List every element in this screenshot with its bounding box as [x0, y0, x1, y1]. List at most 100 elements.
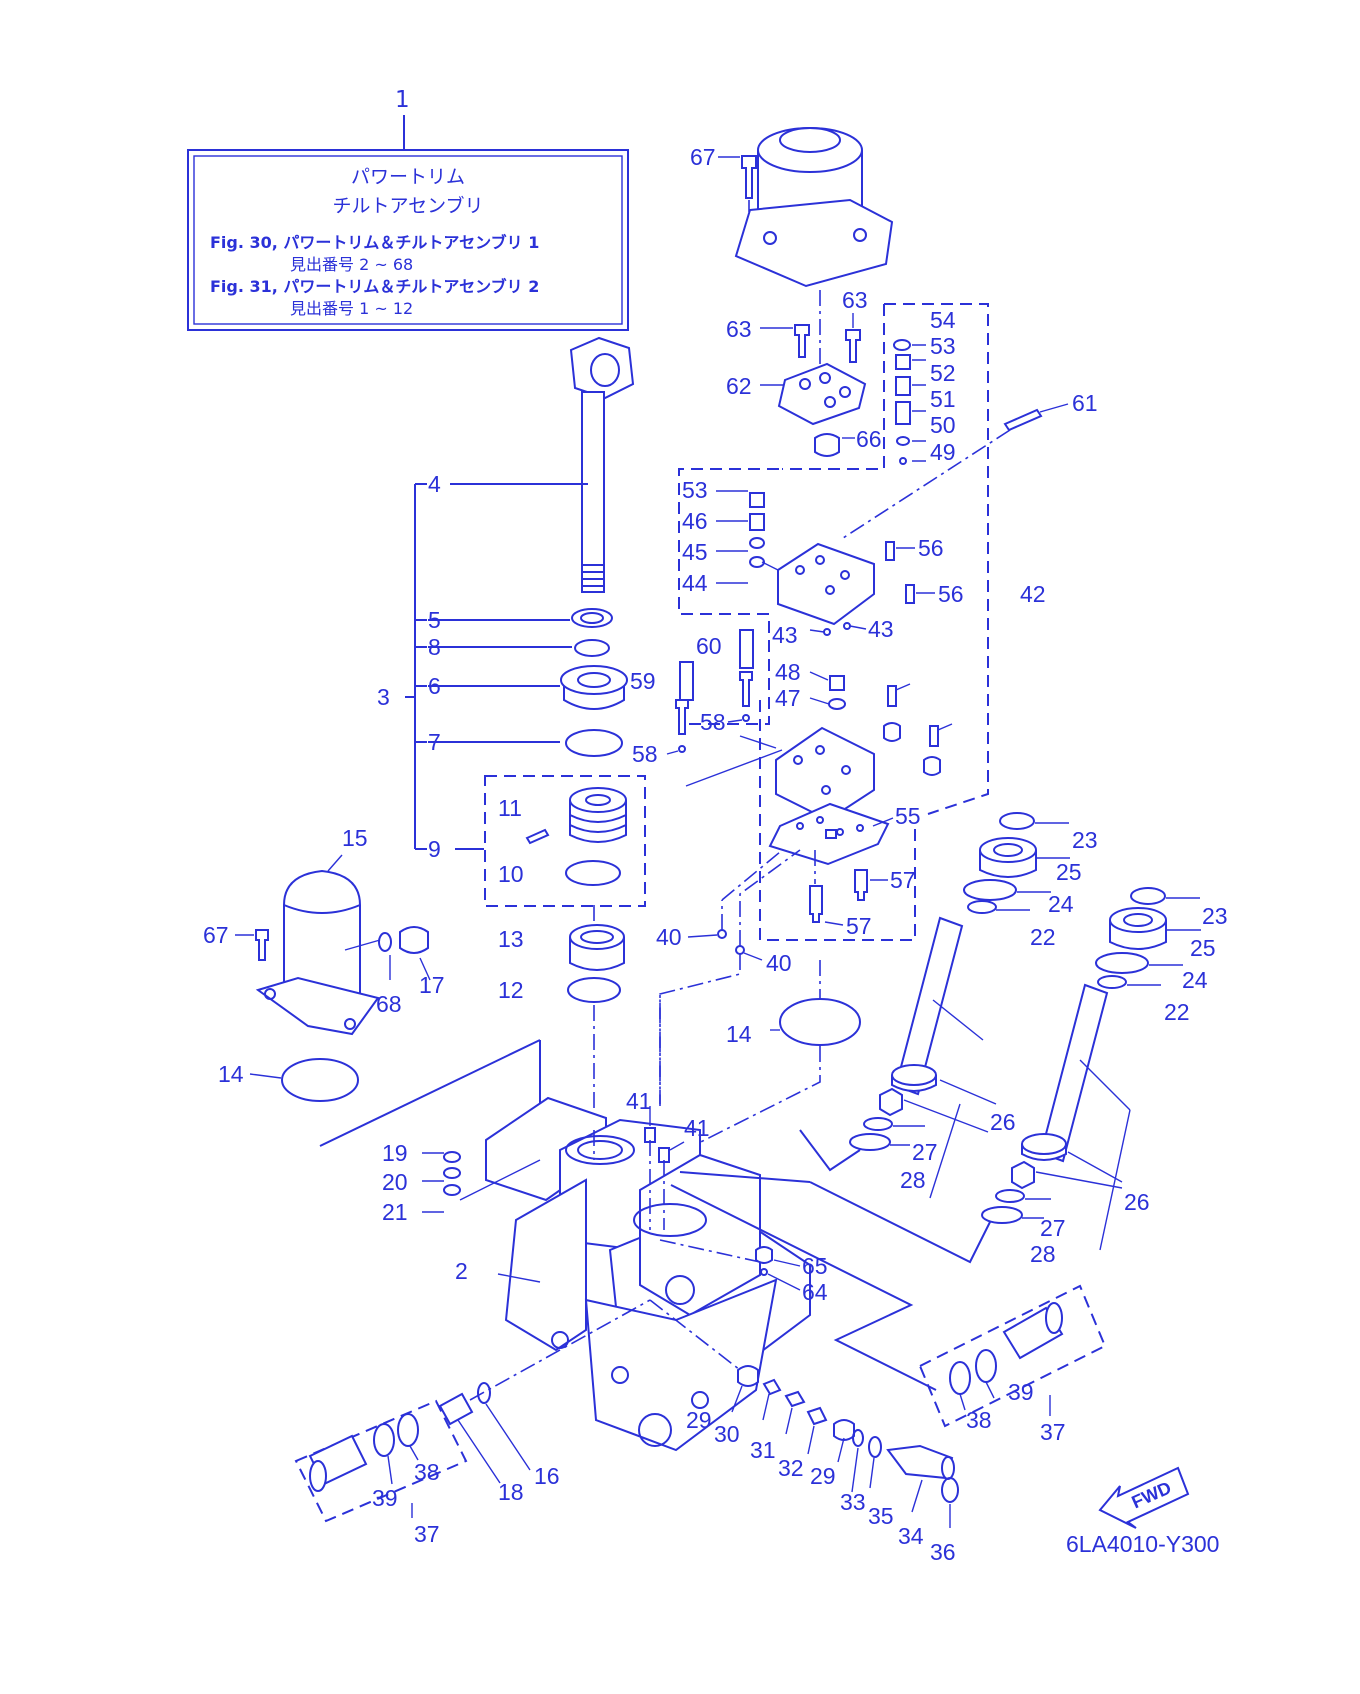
part-29-plug-a [737, 1365, 759, 1387]
callout-14-left: 14 [218, 1061, 244, 1087]
callout-38-right: 38 [966, 1407, 992, 1433]
part-56-pin-b [905, 584, 915, 604]
callout-53-top: 53 [930, 333, 956, 359]
callout-20: 20 [382, 1169, 408, 1195]
callout-44: 44 [682, 570, 708, 596]
callout-6: 6 [428, 673, 441, 699]
part-56-pin-a [885, 541, 895, 561]
legend-title-line2: チルトアセンブリ [332, 194, 483, 217]
valve-body-upper [777, 542, 875, 626]
part-54-washer [893, 339, 911, 351]
legend-ref-fig31: Fig. 31, パワートリム＆チルトアセンブリ 2 [210, 277, 539, 296]
part-11-pin [525, 828, 550, 845]
callout-40-a: 40 [656, 924, 682, 950]
callout-10: 10 [498, 861, 524, 887]
callout-51: 51 [930, 386, 956, 412]
callout-labels: 2 3 4 5 8 6 7 9 11 10 13 12 15 67 68 17 … [203, 144, 1228, 1565]
part-51-valve [895, 401, 911, 425]
callout-58-a: 58 [700, 709, 726, 735]
callout-56-b: 56 [938, 581, 964, 607]
callout-63-left: 63 [726, 316, 752, 342]
callout-11: 11 [498, 795, 522, 821]
callout-61: 61 [1072, 390, 1098, 416]
part-47-o-ring [828, 698, 846, 710]
part-22-o-ring-a [967, 900, 997, 914]
part-37-valve-left [308, 1434, 368, 1492]
callout-22-a: 22 [1030, 924, 1056, 950]
part-19-o-ring [443, 1151, 461, 1163]
callout-9: 9 [428, 836, 441, 862]
callout-32: 32 [778, 1455, 804, 1481]
part-48-plug [829, 675, 845, 691]
part-26-piston-b [1021, 1133, 1067, 1161]
callout-27-a: 27 [912, 1139, 938, 1165]
tilt-rod-b [1039, 983, 1109, 1163]
part-67-bolt-top [741, 155, 757, 199]
callout-58-b: 58 [632, 741, 658, 767]
callout-47: 47 [775, 685, 801, 711]
legend-ref-fig30: Fig. 30, パワートリム＆チルトアセンブリ 1 [210, 233, 539, 252]
part-14-o-ring-left [281, 1058, 359, 1102]
callout-67-top: 67 [690, 144, 716, 170]
part-14-o-ring-right [779, 998, 861, 1046]
part-9-piston [569, 787, 627, 843]
callout-42: 42 [1020, 581, 1046, 607]
legend-ref-fig30-range: 見出番号 2 ~ 68 [290, 255, 413, 274]
callout-36: 36 [930, 1539, 956, 1565]
callout-24-a: 24 [1048, 891, 1074, 917]
callout-8: 8 [428, 634, 441, 660]
callout-28-a: 28 [900, 1167, 926, 1193]
legend-title-line1: パワートリム [351, 166, 465, 188]
callout-2: 2 [455, 1258, 468, 1284]
callout-52: 52 [930, 360, 956, 386]
part-27-o-ring-a [863, 1117, 893, 1131]
part-37-valve-right [1002, 1302, 1064, 1360]
part-26-piston-a [891, 1064, 937, 1092]
part-61-pin [1003, 408, 1043, 432]
callout-21: 21 [382, 1199, 408, 1225]
callout-23-a: 23 [1072, 827, 1098, 853]
callout-41-b: 41 [684, 1115, 710, 1141]
part-38-o-ring-left [397, 1413, 419, 1447]
callout-65: 65 [802, 1253, 828, 1279]
callout-16: 16 [534, 1463, 560, 1489]
callout-60: 60 [696, 633, 722, 659]
callout-19: 19 [382, 1140, 408, 1166]
callout-35: 35 [868, 1503, 894, 1529]
part-53-spring [895, 354, 911, 370]
part-27-o-ring-b [995, 1189, 1025, 1203]
part-28-o-ring-a [849, 1133, 891, 1151]
callout-15: 15 [342, 825, 368, 851]
callout-68: 68 [376, 991, 402, 1017]
part-24-o-ring-b [1095, 952, 1149, 974]
callout-62: 62 [726, 373, 752, 399]
part-53-spring-lower [749, 492, 765, 508]
part-38-o-ring-right [949, 1361, 971, 1395]
callout-3: 3 [377, 684, 390, 710]
part-57-bolt-a [854, 869, 868, 901]
callout-66: 66 [856, 426, 882, 452]
part-21-o-ring [443, 1184, 461, 1196]
part-6-cylinder-cap [560, 665, 628, 710]
part-22-o-ring-b [1097, 975, 1127, 989]
callout-5: 5 [428, 607, 441, 633]
part-26-valve-a [879, 1087, 903, 1117]
tilt-rod-a [894, 916, 964, 1096]
part-39-o-ring-right [975, 1349, 997, 1383]
part-57-bolt-b [809, 885, 823, 923]
callout-26-b: 26 [1124, 1189, 1150, 1215]
callout-29-a: 29 [686, 1407, 712, 1433]
callout-46: 46 [682, 508, 708, 534]
callout-33: 33 [840, 1489, 866, 1515]
callout-28-b: 28 [1030, 1241, 1056, 1267]
part-25-cap-a [979, 837, 1037, 878]
part-52-spring [895, 376, 911, 396]
callout-43-a: 43 [772, 622, 798, 648]
callout-48: 48 [775, 659, 801, 685]
callout-67-left: 67 [203, 922, 229, 948]
callout-49: 49 [930, 439, 956, 465]
callout-63-right: 63 [842, 287, 868, 313]
callout-30: 30 [714, 1421, 740, 1447]
callout-14-right: 14 [726, 1021, 752, 1047]
part-12-o-ring [567, 977, 621, 1003]
